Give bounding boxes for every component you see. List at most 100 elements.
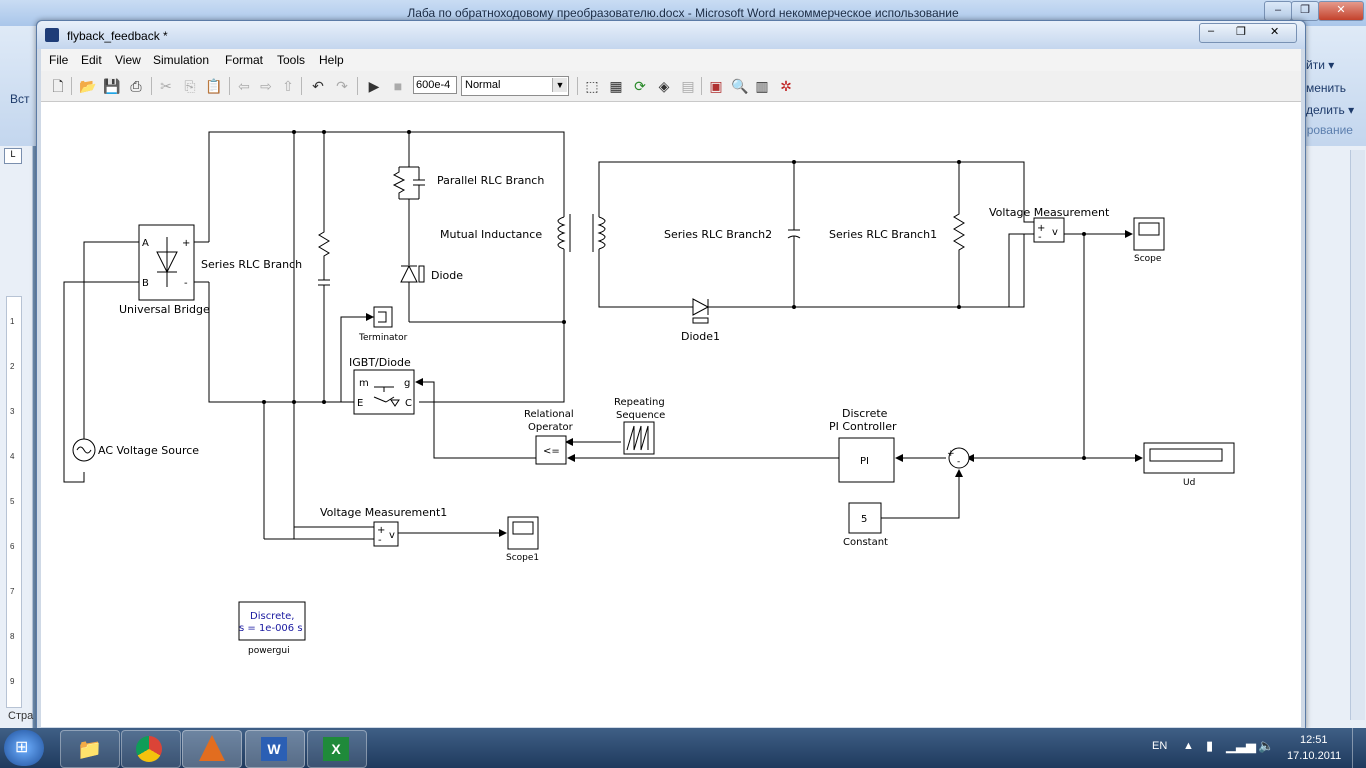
copy-icon[interactable]: ⎘ xyxy=(184,78,196,94)
pi-controller-block[interactable]: PI xyxy=(838,437,895,483)
open-icon[interactable]: 📂 xyxy=(79,78,97,94)
powergui-block[interactable]: Discrete, s = 1e-006 s xyxy=(238,601,306,641)
menu-edit[interactable]: Edit xyxy=(81,53,102,67)
library-browser-icon[interactable]: ▣ xyxy=(709,78,723,94)
taskbar-excel[interactable]: X xyxy=(307,730,367,768)
debug-icon[interactable]: ▤ xyxy=(681,78,695,94)
battery-icon[interactable]: ▮ xyxy=(1206,738,1214,753)
taskbar-explorer[interactable]: 📁 xyxy=(60,730,120,768)
voltage-measurement-block[interactable]: + - v xyxy=(1033,217,1133,243)
word-ribbon-insert-label[interactable]: Вст xyxy=(10,92,30,106)
paste-icon[interactable]: 📋 xyxy=(205,78,223,94)
save-icon[interactable]: 💾 xyxy=(103,78,121,94)
menu-tools[interactable]: Tools xyxy=(277,53,306,67)
debugger-icon[interactable]: ✲ xyxy=(780,78,792,94)
stop-time-field[interactable] xyxy=(413,76,457,94)
menu-help[interactable]: Help xyxy=(319,53,344,67)
ruler-number: 8 xyxy=(10,632,15,641)
series-rlc-branch-block[interactable] xyxy=(318,214,330,302)
terminator-label: Terminator xyxy=(358,333,408,343)
universal-bridge-block[interactable]: A B + - xyxy=(138,224,209,301)
build-icon[interactable]: ⬚ xyxy=(585,78,599,94)
new-model-icon[interactable]: 🗋 xyxy=(52,78,64,94)
maximize-icon[interactable]: ❐ xyxy=(1236,26,1246,38)
igbt-port-e: E xyxy=(357,398,363,409)
word-ribbon-find[interactable]: йти ▾ xyxy=(1306,58,1335,72)
diode1-label: Diode1 xyxy=(681,330,720,343)
simulation-mode-select[interactable]: Normal ▼ xyxy=(461,76,569,96)
model-explorer-icon[interactable]: 🔍 xyxy=(731,78,749,94)
start-button[interactable]: ⊞ xyxy=(4,730,44,766)
toolbar-separator xyxy=(577,77,578,95)
cut-icon[interactable]: ✂ xyxy=(160,78,172,94)
repeating-sequence-block[interactable] xyxy=(623,421,655,455)
sum-block[interactable]: - + xyxy=(947,447,970,469)
chevron-down-icon[interactable]: ▼ xyxy=(552,78,567,92)
diode-block[interactable] xyxy=(400,258,425,290)
print-icon[interactable]: ⎙ xyxy=(130,78,142,94)
clock-time[interactable]: 12:51 xyxy=(1300,734,1328,746)
scope1-block[interactable] xyxy=(507,516,539,550)
menu-simulation[interactable]: Simulation xyxy=(153,53,210,67)
clock-date[interactable]: 17.10.2011 xyxy=(1287,750,1342,762)
menu-view[interactable]: View xyxy=(115,53,141,67)
word-minimize-button[interactable]: – xyxy=(1264,1,1292,21)
matlab-icon xyxy=(199,735,225,761)
update-diagram-icon[interactable]: ▦ xyxy=(609,78,623,94)
show-hidden-icons-icon[interactable]: ▲ xyxy=(1183,740,1194,752)
redo-icon[interactable]: ↷ xyxy=(336,78,348,94)
vm1-v: v xyxy=(389,530,395,541)
ruler-toggle-button[interactable]: L xyxy=(4,148,22,164)
repeating-sequence-label-2: Sequence xyxy=(616,410,665,421)
taskbar-matlab[interactable] xyxy=(182,730,242,768)
menu-format[interactable]: Format xyxy=(225,53,264,67)
series-rlc-branch1-label: Series RLC Branch1 xyxy=(829,228,937,241)
back-icon[interactable]: ⇦ xyxy=(238,78,250,94)
igbt-diode-label: IGBT/Diode xyxy=(349,356,411,369)
chrome-icon xyxy=(136,736,162,762)
relational-operator-block[interactable]: <= xyxy=(535,435,567,465)
show-desktop-button[interactable] xyxy=(1352,728,1366,768)
parallel-rlc-branch-block[interactable] xyxy=(392,160,425,212)
constant-block[interactable]: 5 xyxy=(848,502,882,534)
diode1-block[interactable] xyxy=(669,297,734,324)
igbt-diode-block[interactable]: m g E C xyxy=(353,369,415,415)
word-ribbon-editing-group: ирование xyxy=(1300,123,1353,137)
signal-icon[interactable]: ▁▃▅ xyxy=(1226,738,1256,753)
close-icon[interactable]: ✕ xyxy=(1270,26,1280,38)
vm-v: v xyxy=(1052,227,1058,238)
model-advisor-icon[interactable]: ◈ xyxy=(658,78,670,94)
language-indicator[interactable]: EN xyxy=(1152,740,1168,752)
stop-icon[interactable]: ■ xyxy=(393,78,403,94)
volume-icon[interactable]: 🔈 xyxy=(1258,738,1275,753)
undo-icon[interactable]: ↶ xyxy=(312,78,324,94)
word-close-button[interactable]: ✕ xyxy=(1318,1,1364,21)
series-rlc-branch-label: Series RLC Branch xyxy=(201,258,302,271)
ac-voltage-source-block[interactable] xyxy=(72,438,96,462)
terminator-block[interactable] xyxy=(341,306,393,328)
series-rlc-branch2-block[interactable] xyxy=(787,192,801,272)
taskbar-chrome[interactable] xyxy=(121,730,181,768)
word-vertical-scrollbar[interactable] xyxy=(1350,150,1365,720)
ruler-number: 3 xyxy=(10,407,15,416)
minimize-icon[interactable]: – xyxy=(1208,25,1215,37)
word-maximize-button[interactable]: ❐ xyxy=(1291,1,1319,21)
voltage-measurement1-block[interactable]: + - v xyxy=(294,521,507,547)
run-icon[interactable]: ▶ xyxy=(368,78,380,94)
model-canvas[interactable]: A B + - Universal Bridge Series RLC Bran… xyxy=(41,102,1301,727)
word-ribbon-select[interactable]: делить ▾ xyxy=(1306,103,1355,117)
display-ud-block[interactable] xyxy=(1143,442,1235,474)
relational-operator-label-1: Relational xyxy=(524,409,574,420)
word-ribbon-replace[interactable]: менить xyxy=(1306,81,1347,95)
mutual-inductance-block[interactable] xyxy=(557,202,606,267)
powergui-line1: Discrete, xyxy=(250,611,294,622)
scope-block[interactable] xyxy=(1133,217,1165,251)
menu-file[interactable]: File xyxy=(49,53,69,67)
properties-icon[interactable]: ▥ xyxy=(755,78,769,94)
voltage-measurement1-label: Voltage Measurement1 xyxy=(320,506,447,519)
up-icon[interactable]: ⇧ xyxy=(282,78,294,94)
refresh-icon[interactable]: ⟳ xyxy=(634,78,646,94)
taskbar-word[interactable]: W xyxy=(245,730,305,768)
series-rlc-branch1-block[interactable] xyxy=(953,207,965,267)
forward-icon[interactable]: ⇨ xyxy=(260,78,272,94)
